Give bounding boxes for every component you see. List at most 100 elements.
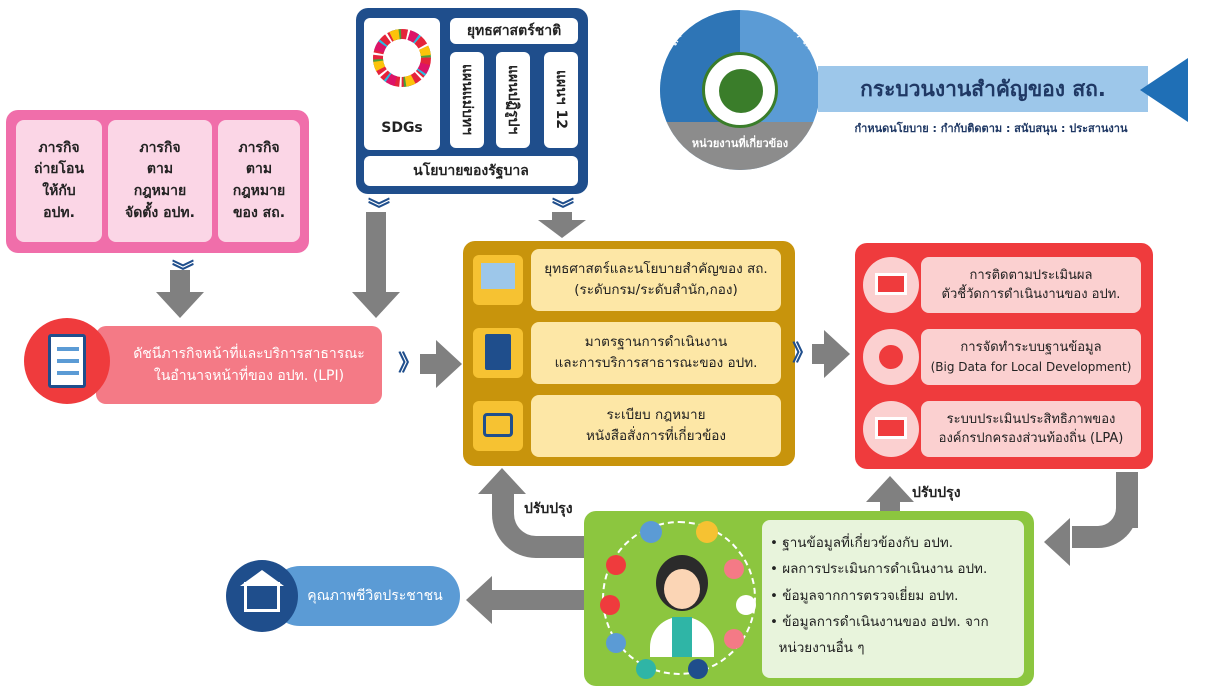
- coffee-icon: [688, 659, 708, 679]
- book: [485, 334, 511, 370]
- data-node: [879, 345, 903, 369]
- list-item: • ข้อมูลจากการตรวจเยี่ยม อปท.: [770, 587, 959, 604]
- clipboard-sheet: [48, 334, 86, 388]
- collar: [672, 617, 692, 657]
- arrow-right-icon: [436, 340, 462, 388]
- dla-policy-box: ยุทธศาสตร์และนโยบายสำคัญของ สถ. (ระดับกรม…: [463, 241, 795, 466]
- clipboard-icon: [24, 318, 110, 404]
- org-circle: สำนัก/กอง (สถ.) สถจ. / สถอ. หน่วยงานที่เ…: [660, 10, 820, 170]
- item-line-1: มาตรฐานการดำเนินงาน: [584, 334, 728, 351]
- arrow-shaft: [490, 590, 586, 610]
- calendar-icon: [606, 555, 626, 575]
- arrow-down-icon: [352, 292, 400, 318]
- clipboard-line: [57, 371, 79, 375]
- list-item: • ผลการประเมินการดำเนินงาน อปท.: [770, 561, 988, 578]
- item-line-1: ระเบียบ กฎหมาย: [606, 407, 706, 424]
- family-home-icon: [226, 560, 298, 632]
- red-item-lpa: ระบบประเมินประสิทธิภาพขององค์กรปกครองส่ว…: [921, 401, 1141, 457]
- house: [244, 582, 280, 612]
- yellow-item-strategy: ยุทธศาสตร์และนโยบายสำคัญของ สถ. (ระดับกรม…: [531, 249, 781, 311]
- sdgs-card: SDGs: [364, 18, 440, 150]
- gears-icon: [636, 659, 656, 679]
- plan-label: แผนแม่บทฯ: [459, 64, 475, 136]
- item-line-1: ยุทธศาสตร์และนโยบายสำคัญของ สถ.: [544, 261, 768, 278]
- scroll-icon: [473, 401, 523, 451]
- arrow-left-icon: [466, 576, 492, 624]
- clock-icon: [724, 629, 744, 649]
- curve-arrow: [1072, 508, 1138, 548]
- lpi-box: ดัชนีภารกิจหน้าที่และบริการสาธารณะ ในอำน…: [96, 326, 382, 404]
- lpi-line-2: ในอำนาจหน้าที่ของ อปท. (LPI): [153, 368, 345, 384]
- book-icon: [473, 328, 523, 378]
- arrow-right-icon: [824, 330, 850, 378]
- red-item-database: การจัดทำระบบฐานข้อมูล (Big Data for Local…: [921, 329, 1141, 385]
- plan-label: แผนปฏิรูปฯ: [505, 65, 521, 135]
- list-item: • ข้อมูลการดำเนินงานของ อปท. จาก: [770, 613, 989, 630]
- plan-card-reform: แผนปฏิรูปฯ: [496, 52, 530, 148]
- dla-logo: [702, 52, 778, 128]
- arrow-down-icon: [156, 292, 204, 318]
- item-line-2: หนังสือสั่งการที่เกี่ยวข้อง: [585, 428, 726, 444]
- big-data-icon: [863, 329, 919, 385]
- face: [664, 569, 700, 609]
- arrow-shaft: [812, 344, 826, 364]
- mail-icon: [640, 521, 662, 543]
- call-center-agent-icon: [642, 539, 722, 659]
- clipboard-line: [57, 347, 79, 351]
- header-bar: กระบวนงานสำคัญของ สถ.: [818, 66, 1148, 112]
- red-item-evaluation: การติดตามประเมินผลตัวชี้วัดการดำเนินงานข…: [921, 257, 1141, 313]
- plan-label: แผนฯ 12: [553, 70, 569, 130]
- mission-card-transferred: ภารกิจ ถ่ายโอน ให้กับ อปท.: [16, 120, 102, 242]
- mission-card-dla-law: ภารกิจ ตาม กฎหมาย ของ สถ.: [218, 120, 300, 242]
- arrow-shaft: [880, 500, 900, 512]
- improve-label-right: ปรับปรุง: [912, 485, 961, 501]
- arrow-up-icon: [866, 476, 914, 502]
- circle-label-bottom: หน่วยงานที่เกี่ยวข้อง: [691, 137, 789, 150]
- list-item: • ฐานข้อมูลที่เกี่ยวข้องกับ อปท.: [770, 535, 954, 551]
- roof: [240, 570, 284, 586]
- header-arrow-icon: [1140, 58, 1188, 122]
- item-line-1: ระบบประเมินประสิทธิภาพของ: [946, 411, 1116, 427]
- government-policy: นโยบายของรัฐบาล: [364, 156, 578, 186]
- arrow-shaft: [420, 354, 440, 374]
- plan-card-master: แผนแม่บทฯ: [450, 52, 484, 148]
- scroll: [483, 413, 513, 437]
- plan-card-12: แผนฯ 12: [544, 52, 578, 148]
- monitoring-box: การติดตามประเมินผลตัวชี้วัดการดำเนินงานข…: [855, 243, 1153, 469]
- item-line-1: การจัดทำระบบฐานข้อมูล: [960, 340, 1102, 356]
- circle-segment-bottom: [660, 122, 820, 170]
- phone-icon: [606, 633, 626, 653]
- improve-label-left: ปรับปรุง: [524, 501, 573, 517]
- monitor-chart-icon: [863, 257, 919, 313]
- quality-of-life-box: คุณภาพชีวิตประชาชน: [270, 566, 460, 626]
- dla-emblem-icon: [719, 69, 763, 113]
- monitor: [875, 273, 907, 295]
- board: [481, 263, 515, 289]
- mission-box: ภารกิจ ถ่ายโอน ให้กับ อปท. ภารกิจ ตาม กฎ…: [6, 110, 309, 253]
- quality-of-life-label: คุณภาพชีวิตประชาชน: [307, 588, 443, 604]
- arrow-left-icon: [1044, 518, 1070, 566]
- monitor-pie-icon: [863, 401, 919, 457]
- monitor: [875, 417, 907, 439]
- arrow-shaft: [170, 270, 190, 294]
- strategy-title: ยุทธศาสตร์ชาติ: [450, 18, 578, 44]
- circle-label-right: สถจ. / สถอ.: [777, 10, 820, 63]
- strategy-board-icon: [473, 255, 523, 305]
- list-item: หน่วยงานอื่น ๆ: [770, 640, 865, 657]
- lpi-line-1: ดัชนีภารกิจหน้าที่และบริการสาธารณะ: [133, 345, 365, 362]
- item-line-2: องค์กรปกครองส่วนท้องถิ่น (LPA): [938, 431, 1124, 446]
- item-line-2: (Big Data for Local Development): [930, 359, 1132, 374]
- item-line-2: และการบริการสาธารณะของ อปท.: [554, 355, 758, 371]
- arrow-up-icon: [478, 468, 526, 494]
- page-subtitle: กำหนดนโยบาย : กำกับติดตาม : สนับสนุน : ป…: [854, 122, 1128, 135]
- item-line-2: (ระดับกรม/ระดับสำนัก,กอง): [574, 282, 738, 298]
- sdgs-label: SDGs: [381, 120, 423, 136]
- megaphone-icon: [736, 595, 756, 615]
- mission-card-establish-law: ภารกิจ ตาม กฎหมาย จัดตั้ง อปท.: [108, 120, 212, 242]
- tools-icon: [696, 521, 718, 543]
- data-sources-list: • ฐานข้อมูลที่เกี่ยวข้องกับ อปท. • ผลการ…: [762, 520, 1024, 678]
- item-line-2: ตัวชี้วัดการดำเนินงานของ อปท.: [941, 287, 1121, 302]
- item-line-1: การติดตามประเมินผล: [969, 267, 1093, 283]
- page-title: กระบวนงานสำคัญของ สถ.: [860, 76, 1106, 101]
- arrow-down-icon: [538, 220, 586, 238]
